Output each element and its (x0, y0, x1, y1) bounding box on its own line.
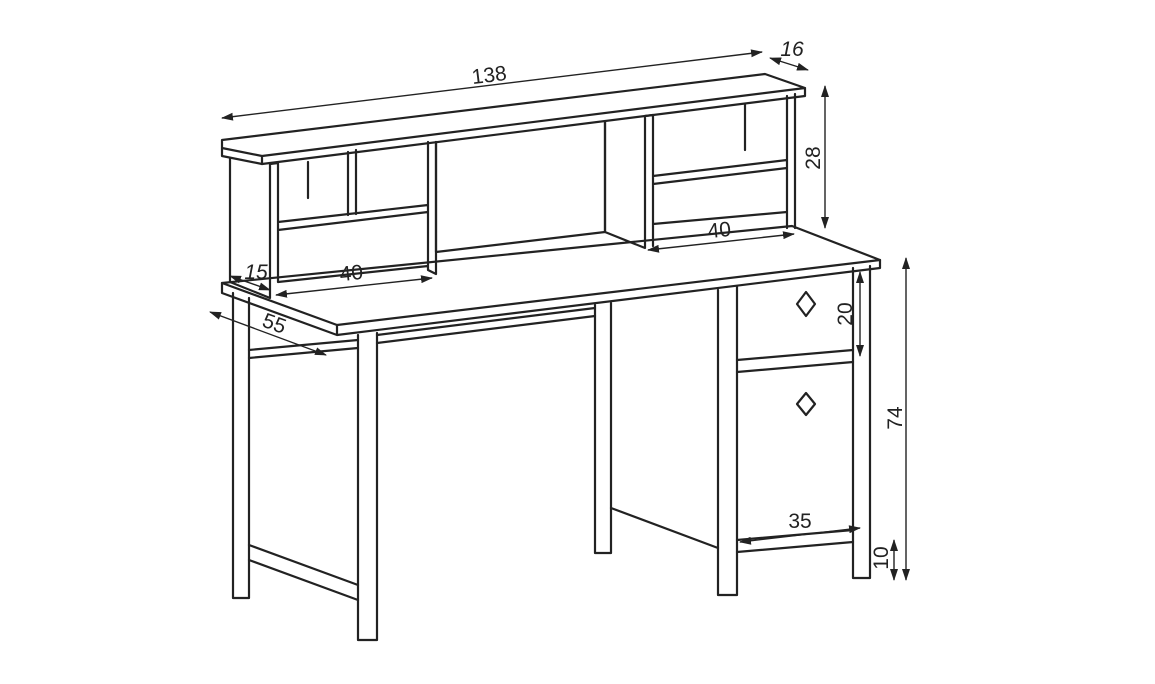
dim-hutch-height: 28 (802, 146, 825, 169)
middle-leg (593, 301, 720, 555)
left-frame (231, 291, 597, 642)
dim-left-offset: 15 (244, 261, 268, 284)
dim-hutch-depth: 16 (780, 38, 804, 61)
dim-hutch-width: 138 (470, 62, 508, 89)
dim-foot-clearance: 10 (870, 546, 893, 569)
hutch-top-board (220, 72, 807, 166)
dim-drawer-height: 20 (834, 302, 857, 325)
desk-top (220, 224, 882, 337)
door-handle-icon (795, 391, 817, 417)
dim-right-cubby-width: 40 (707, 218, 733, 243)
dim-desk-depth: 55 (259, 309, 289, 339)
dim-cabinet-width: 35 (788, 510, 811, 533)
dim-left-cubby-width: 40 (339, 261, 365, 286)
drawer-handle-icon (795, 290, 817, 318)
hutch-back-panel (434, 120, 607, 254)
dim-desk-height: 74 (884, 406, 907, 430)
